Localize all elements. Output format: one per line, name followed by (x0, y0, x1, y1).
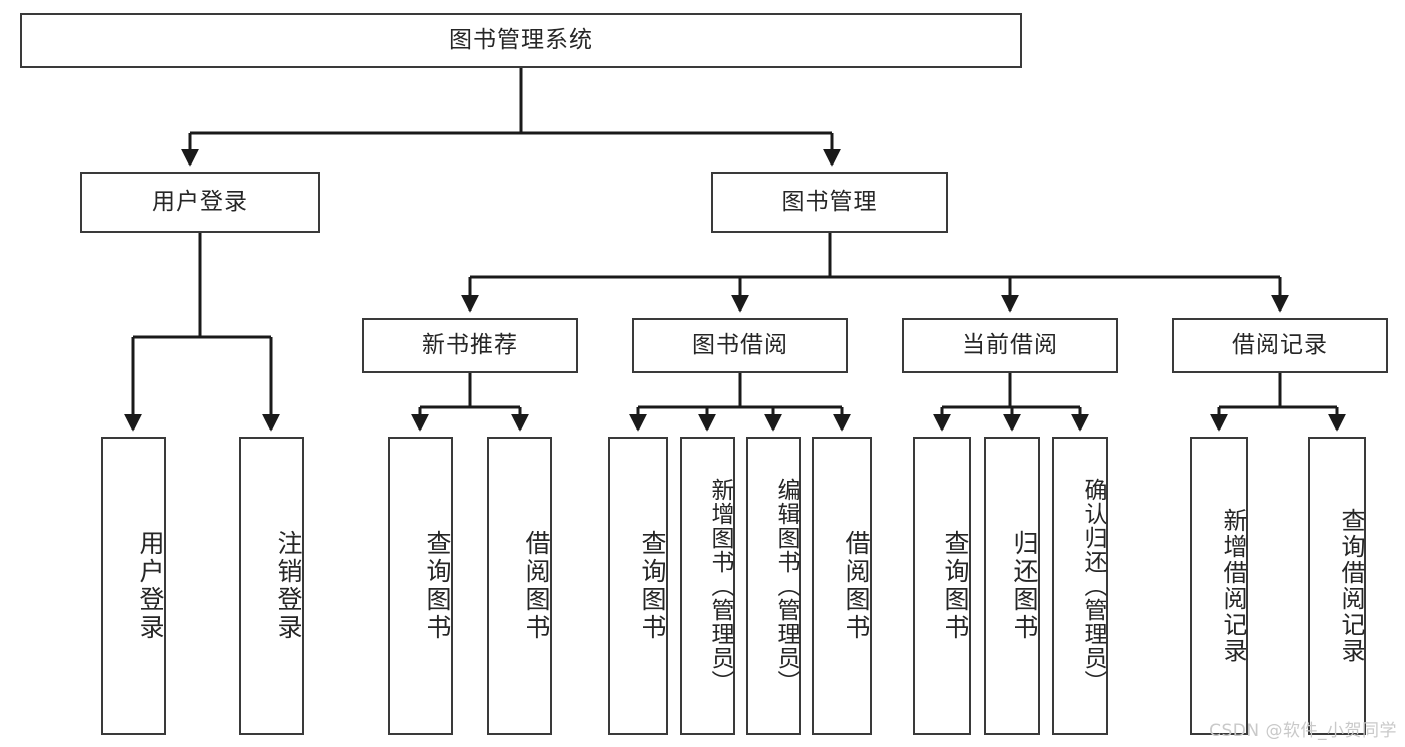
leaf-borrow-books-borrow[interactable]: 借阅图书 (812, 437, 872, 735)
node-book-borrow[interactable]: 图书借阅 (632, 318, 848, 373)
leaf-edit-book-admin[interactable]: 编辑图书（管理员） (746, 437, 801, 735)
node-user-login-label: 用户登录 (152, 188, 248, 215)
leaf-confirm-return-admin-label: 确认归还（管理员） (1080, 478, 1106, 694)
leaf-add-borrow-record-label: 新增借阅记录 (1219, 508, 1247, 664)
leaf-return-books-label: 归还图书 (1010, 530, 1039, 642)
leaf-borrow-books-new[interactable]: 借阅图书 (487, 437, 552, 735)
leaf-query-borrow-record-label: 查询借阅记录 (1337, 508, 1365, 664)
node-root[interactable]: 图书管理系统 (20, 13, 1022, 68)
csdn-watermark: CSDN @软件_小贺同学 (1209, 721, 1397, 741)
node-borrow-record[interactable]: 借阅记录 (1172, 318, 1388, 373)
node-new-book-recommend-label: 新书推荐 (422, 331, 518, 358)
node-new-book-recommend[interactable]: 新书推荐 (362, 318, 578, 373)
leaf-user-login-label: 用户登录 (136, 530, 165, 642)
node-book-management-label: 图书管理 (781, 188, 878, 215)
leaf-add-book-admin-label: 新增图书（管理员） (707, 478, 733, 694)
node-current-borrow[interactable]: 当前借阅 (902, 318, 1118, 373)
leaf-user-login[interactable]: 用户登录 (101, 437, 166, 735)
node-root-label: 图书管理系统 (449, 26, 593, 53)
node-book-management[interactable]: 图书管理 (711, 172, 948, 233)
leaf-borrow-books-new-label: 借阅图书 (522, 530, 551, 642)
leaf-query-books-current-label: 查询图书 (941, 530, 970, 642)
leaf-confirm-return-admin[interactable]: 确认归还（管理员） (1052, 437, 1108, 735)
node-book-borrow-label: 图书借阅 (692, 331, 788, 358)
leaf-query-books-borrow[interactable]: 查询图书 (608, 437, 668, 735)
leaf-query-books-new-label: 查询图书 (423, 530, 452, 642)
leaf-edit-book-admin-label: 编辑图书（管理员） (773, 478, 799, 694)
leaf-add-book-admin[interactable]: 新增图书（管理员） (680, 437, 735, 735)
leaf-add-borrow-record[interactable]: 新增借阅记录 (1190, 437, 1248, 735)
node-borrow-record-label: 借阅记录 (1232, 331, 1328, 358)
leaf-user-logout[interactable]: 注销登录 (239, 437, 304, 735)
leaf-query-books-borrow-label: 查询图书 (638, 530, 667, 642)
leaf-query-borrow-record[interactable]: 查询借阅记录 (1308, 437, 1366, 735)
node-current-borrow-label: 当前借阅 (962, 331, 1058, 358)
leaf-borrow-books-borrow-label: 借阅图书 (842, 530, 871, 642)
leaf-query-books-new[interactable]: 查询图书 (388, 437, 453, 735)
leaf-return-books[interactable]: 归还图书 (984, 437, 1040, 735)
node-user-login[interactable]: 用户登录 (80, 172, 320, 233)
leaf-query-books-current[interactable]: 查询图书 (913, 437, 971, 735)
leaf-user-logout-label: 注销登录 (274, 530, 303, 642)
